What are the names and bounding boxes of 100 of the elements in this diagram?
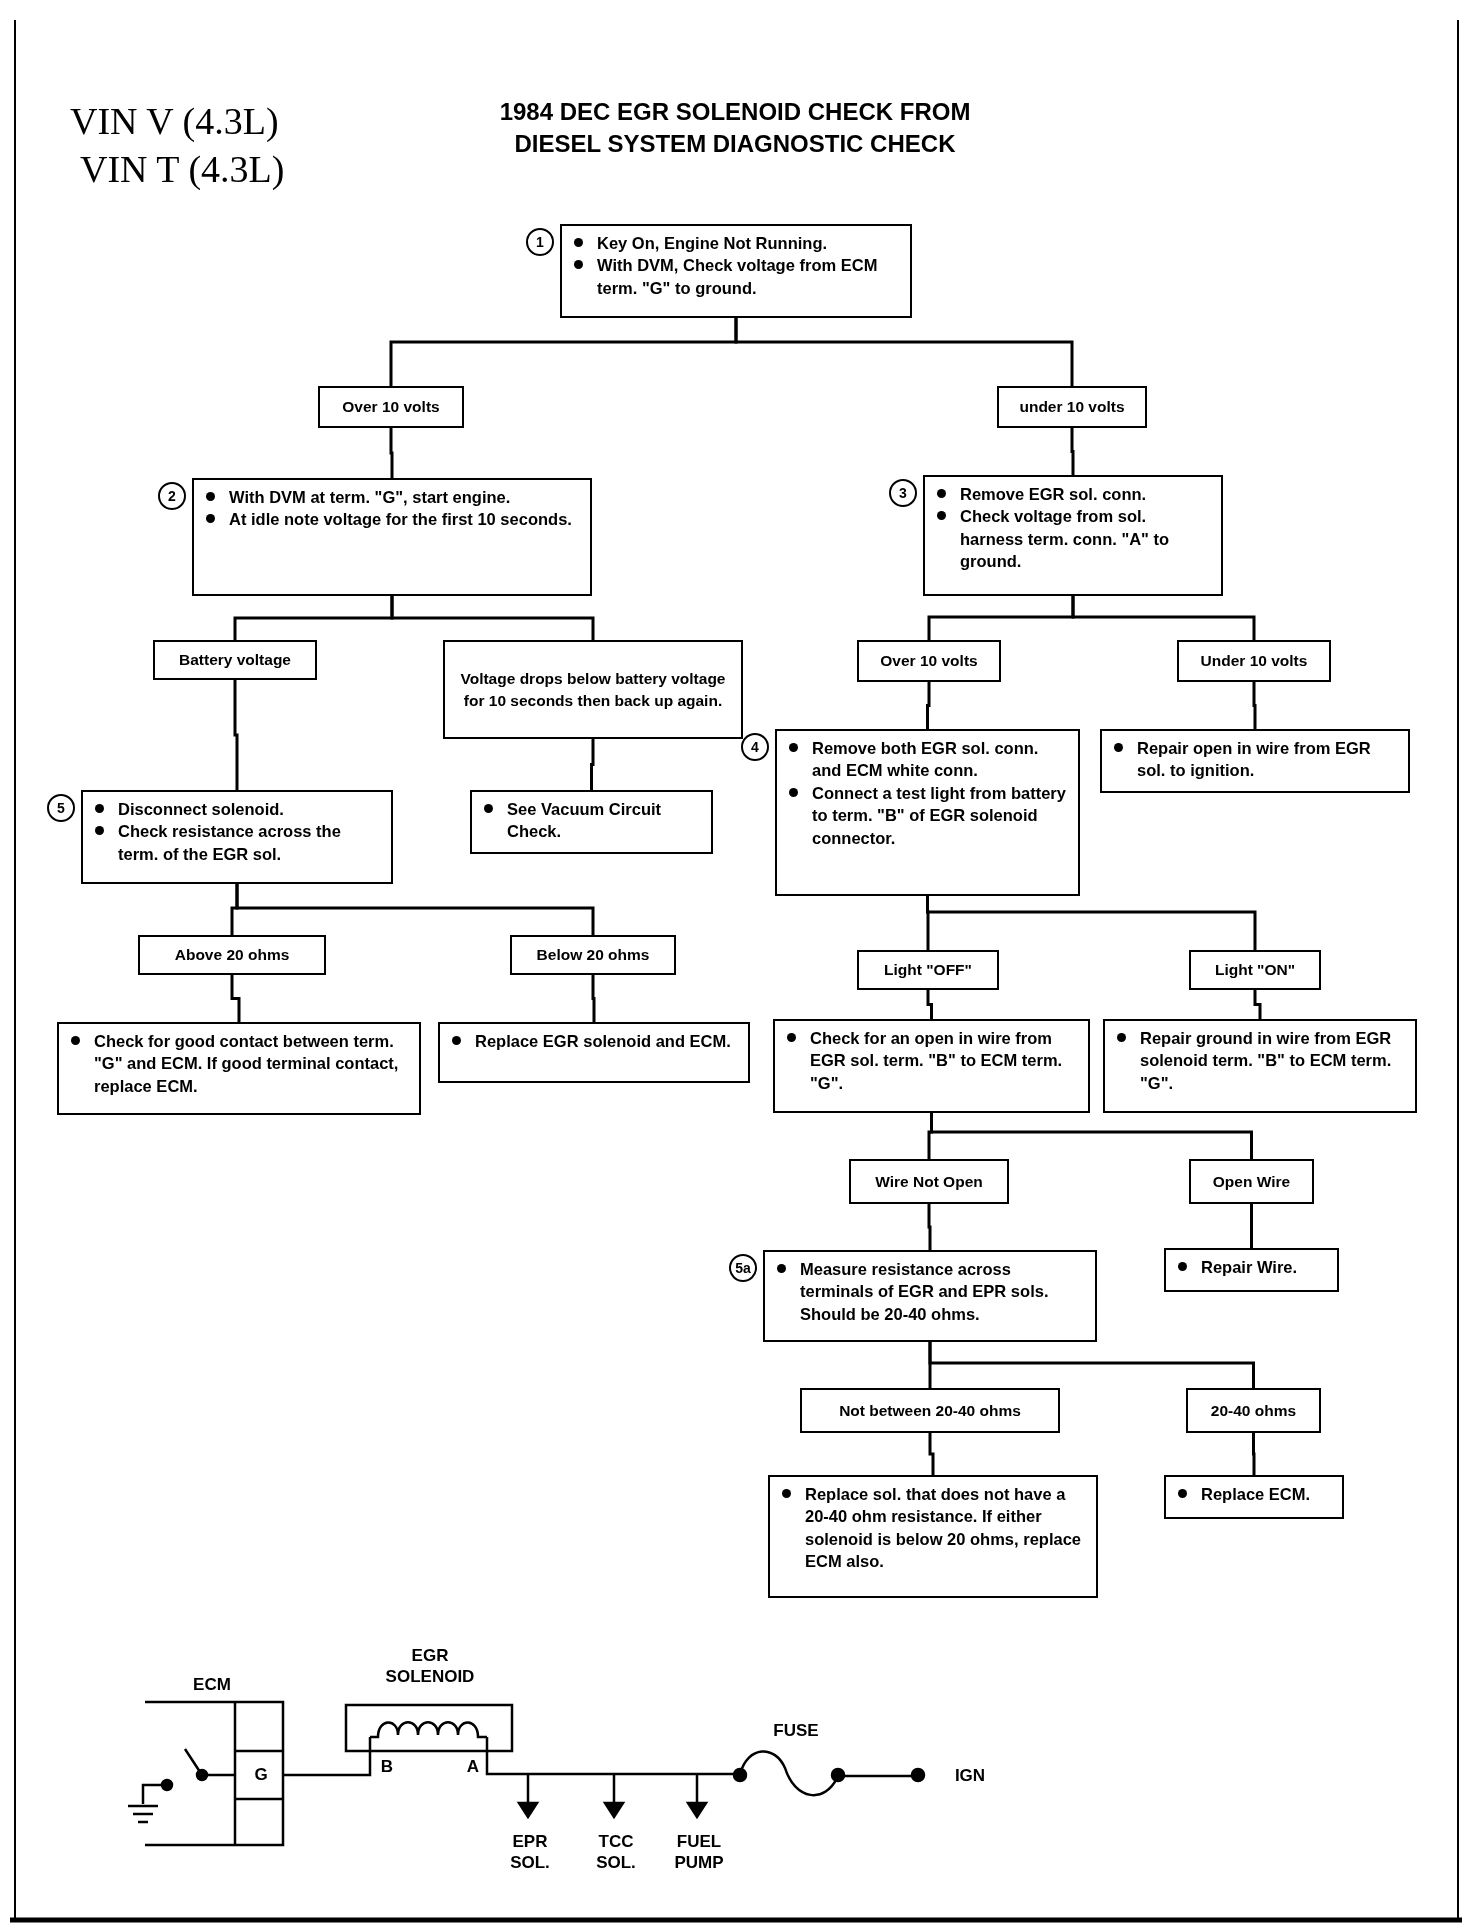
action-box <box>438 1022 750 1083</box>
step-text: Replace sol. that does not have a 20-40 ohm resistance. If either solenoid is below 20 ohms, replace ECM also. <box>805 1484 1082 1573</box>
component-label: B <box>379 1756 395 1778</box>
condition-label: under 10 volts <box>1019 397 1125 418</box>
connector-line <box>1252 1433 1256 1475</box>
step-text: Check for good contact between term. "G" and ECM. If good terminal contact, replace ECM. <box>94 1031 400 1097</box>
step-text: With DVM at term. "G", start engine. <box>229 487 511 508</box>
condition-label: Wire Not Open <box>875 1171 983 1192</box>
condition-box <box>510 935 676 975</box>
condition-label: Under 10 volts <box>1200 651 1308 672</box>
action-box <box>773 1019 1090 1113</box>
action-box <box>81 790 393 884</box>
step-number: 5a <box>729 1254 757 1282</box>
step-text: See Vacuum Circuit Check. <box>507 799 663 843</box>
step-text: Disconnect solenoid. <box>118 799 284 820</box>
connector-line <box>590 739 595 790</box>
connector-line <box>930 1113 1253 1159</box>
step-number: 4 <box>741 733 769 761</box>
connector-line <box>927 1204 932 1250</box>
step-text: Connect a test light from battery to term. "B" of EGR solenoid connector. <box>812 782 1067 849</box>
step-text: Key On, Engine Not Running. <box>597 233 828 254</box>
step-number: 3 <box>889 479 917 507</box>
condition-label: Light "ON" <box>1214 960 1296 981</box>
condition-box <box>857 950 999 990</box>
connector-line <box>926 990 933 1019</box>
component-label: TCC SOL. <box>595 1831 637 1874</box>
component-label: FUEL PUMP <box>673 1831 725 1874</box>
condition-box <box>153 640 317 680</box>
condition-label: 20-40 ohms <box>1210 1400 1297 1421</box>
step-text: Remove EGR sol. conn. <box>960 484 1147 505</box>
component-label: EPR SOL. <box>509 1831 551 1874</box>
component-label: IGN <box>953 1765 987 1787</box>
condition-box <box>443 640 743 739</box>
condition-label: Voltage drops below battery voltage for 10 seconds then back up again. <box>459 669 727 711</box>
step-number: 2 <box>158 482 186 510</box>
action-box <box>923 475 1223 596</box>
action-box <box>1164 1248 1339 1292</box>
step-text: Repair Wire. <box>1201 1257 1298 1278</box>
component-label: EGR SOLENOID <box>384 1645 476 1688</box>
condition-box <box>997 386 1147 428</box>
action-box <box>560 224 912 318</box>
connector-line <box>928 1433 935 1475</box>
step-number: 1 <box>526 228 554 256</box>
step-text: Repair ground in wire from EGR solenoid term. "B" to ECM term. "G". <box>1140 1028 1393 1094</box>
action-box <box>1103 1019 1417 1113</box>
component-label: A <box>465 1756 481 1778</box>
condition-label: Battery voltage <box>179 650 291 671</box>
title: 1984 DEC EGR SOLENOID CHECK FROM DIESEL SYSTEM DIAGNOSTIC CHECK <box>498 97 972 160</box>
action-box <box>192 478 592 596</box>
condition-box <box>318 386 464 428</box>
action-box <box>763 1250 1097 1342</box>
action-box <box>768 1475 1098 1598</box>
action-box <box>1164 1475 1344 1519</box>
connector-line <box>734 318 1074 386</box>
step-text: Remove both EGR sol. conn. and ECM white conn. <box>812 738 1040 782</box>
connector-line <box>1070 428 1075 475</box>
component-label: G <box>253 1764 269 1786</box>
condition-label: Below 20 ohms <box>536 945 650 966</box>
action-box <box>57 1022 421 1115</box>
connector-line <box>390 596 595 640</box>
step-number: 5 <box>47 794 75 822</box>
engine-code: VIN T (4.3L) <box>80 147 286 192</box>
condition-box <box>1189 1159 1314 1204</box>
connector-line <box>1253 990 1262 1019</box>
condition-label: Not between 20-40 ohms <box>839 1400 1021 1421</box>
component-label: FUSE <box>772 1720 820 1742</box>
connector-line <box>233 680 239 790</box>
condition-box <box>1186 1388 1321 1433</box>
connector-line <box>1252 682 1257 729</box>
condition-label: Light "OFF" <box>884 960 972 981</box>
condition-box <box>849 1159 1009 1204</box>
step-text: Check resistance across the term. of the EGR sol. <box>118 821 342 865</box>
connector-line <box>1250 1204 1253 1248</box>
connector-line <box>928 1342 1255 1388</box>
step-text: Replace EGR solenoid and ECM. <box>475 1031 731 1052</box>
step-text: Check for an open in wire from EGR sol. term. "B" to ECM term. "G". <box>810 1028 1064 1094</box>
condition-label: Above 20 ohms <box>174 945 290 966</box>
connector-line <box>230 975 241 1022</box>
connector-line <box>389 428 394 478</box>
step-text: Check voltage from sol. harness term. conn. "A" to ground. <box>960 506 1171 573</box>
condition-box <box>138 935 326 975</box>
connector-line <box>926 682 931 729</box>
condition-box <box>1189 950 1321 990</box>
step-text: With DVM, Check voltage from ECM term. "G" to ground. <box>597 255 879 299</box>
step-text: Repair open in wire from EGR sol. to ignition. <box>1137 738 1372 782</box>
step-text: At idle note voltage for the first 10 seconds. <box>229 509 572 531</box>
action-box <box>470 790 713 854</box>
step-text: Measure resistance across terminals of EGR and EPR sols. Should be 20-40 ohms. <box>800 1259 1050 1325</box>
condition-label: Over 10 volts <box>342 397 440 418</box>
engine-code: VIN V (4.3L) <box>70 99 280 144</box>
condition-label: Open Wire <box>1212 1171 1291 1192</box>
condition-box <box>800 1388 1060 1433</box>
connector-line <box>1071 596 1256 640</box>
connector-line <box>591 975 596 1022</box>
connector-line <box>926 896 1257 950</box>
action-box <box>1100 729 1410 793</box>
condition-label: Over 10 volts <box>880 651 978 672</box>
action-box <box>775 729 1080 896</box>
condition-box <box>857 640 1001 682</box>
step-text: Replace ECM. <box>1201 1484 1311 1505</box>
